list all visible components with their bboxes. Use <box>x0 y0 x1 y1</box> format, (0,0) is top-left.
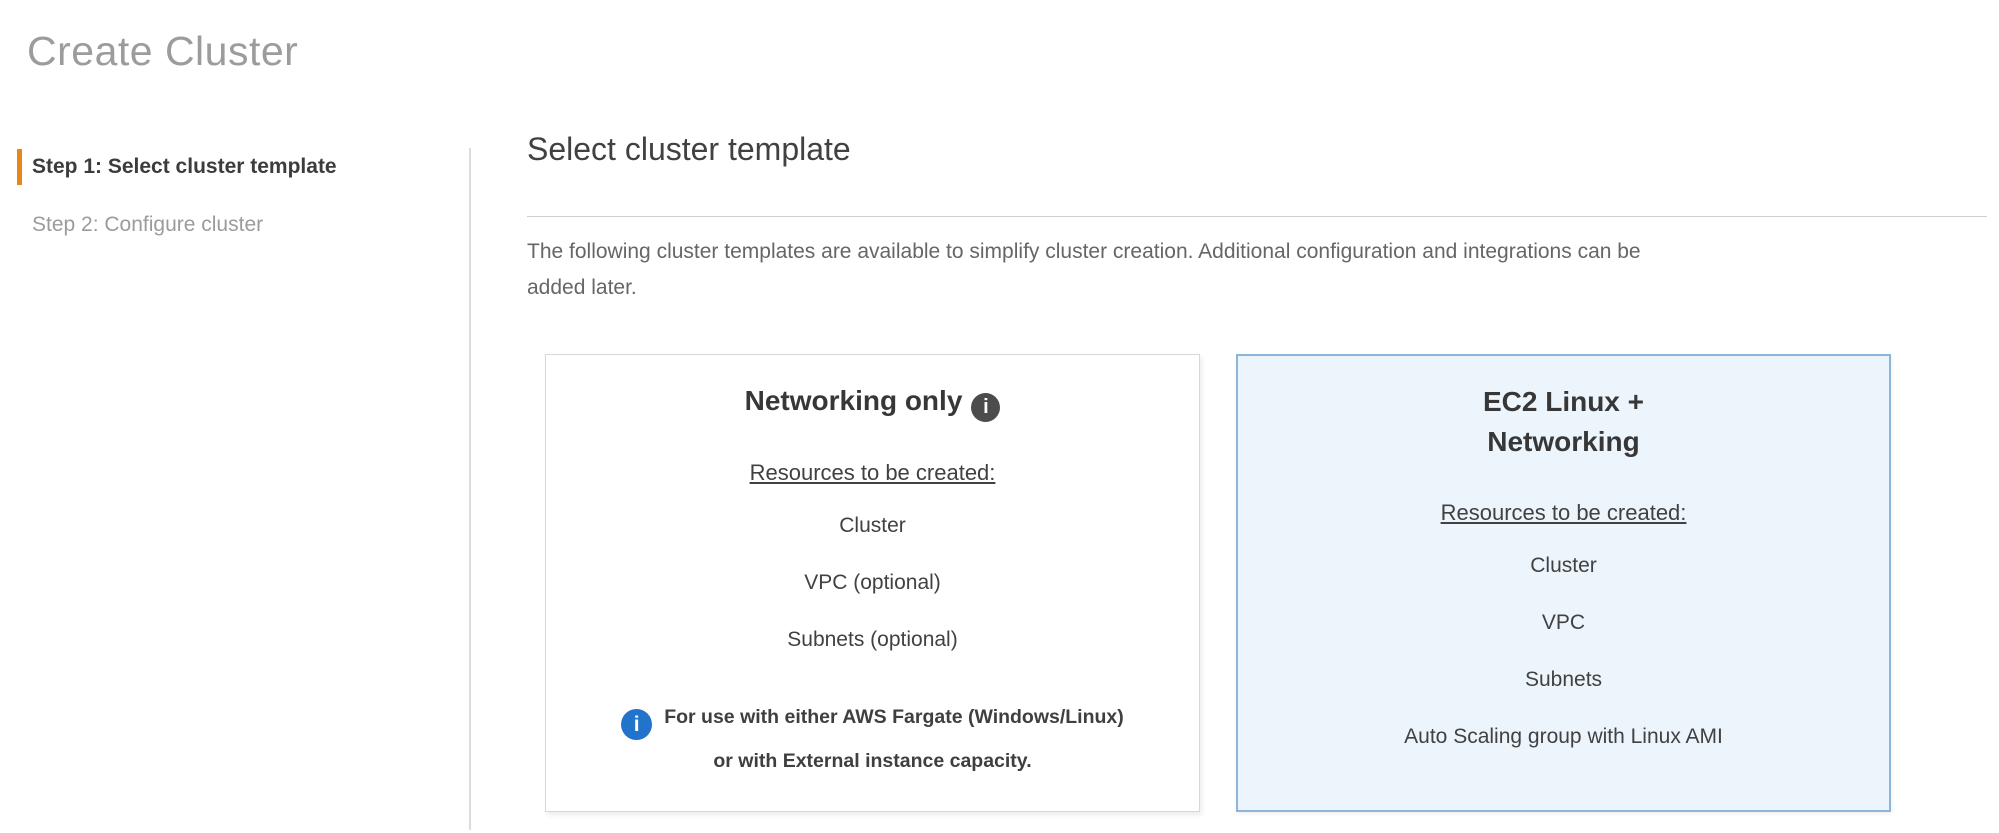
resource-item: VPC (optional) <box>804 571 941 594</box>
template-note: i For use with either AWS Fargate (Window… <box>574 696 1171 783</box>
step-1-label: Step 1: Select cluster template <box>32 155 337 178</box>
resource-item: Auto Scaling group with Linux AMI <box>1404 725 1723 748</box>
template-note-text: For use with either AWS Fargate (Windows… <box>664 706 1124 772</box>
section-description: The following cluster templates are avai… <box>527 240 1641 299</box>
resource-item: Subnets (optional) <box>787 628 958 651</box>
resource-item: Subnets <box>1524 668 1603 691</box>
page-title: Create Cluster <box>27 28 299 74</box>
resources-label: Resources to be created: <box>749 460 996 485</box>
step-1-select-cluster-template[interactable]: Step 1: Select cluster template <box>17 149 447 185</box>
template-card-ec2-linux-networking[interactable]: EC2 Linux + Networking Resources to be c… <box>1236 354 1891 812</box>
step-2-label: Step 2: Configure cluster <box>32 213 264 236</box>
template-title: Networking only i <box>546 381 1199 422</box>
template-card-networking-only[interactable]: Networking only i Resources to be created… <box>545 354 1200 812</box>
info-icon: i <box>621 709 653 740</box>
vertical-divider <box>469 148 471 830</box>
template-title: EC2 Linux + Networking <box>1238 382 1889 462</box>
step-2-configure-cluster: Step 2: Configure cluster <box>17 212 447 238</box>
resource-item: Cluster <box>839 514 906 537</box>
resources-label: Resources to be created: <box>1440 500 1687 525</box>
resource-item: Cluster <box>1530 554 1597 577</box>
template-title-text: Networking only <box>744 385 963 416</box>
info-icon[interactable]: i <box>971 393 1001 422</box>
template-title-text: EC2 Linux + Networking <box>1482 386 1645 457</box>
resource-item: VPC <box>1541 611 1586 634</box>
template-cards: Networking only i Resources to be created… <box>545 354 1987 812</box>
heading-divider <box>527 216 1987 217</box>
main-content: Select cluster template The following cl… <box>527 0 1987 812</box>
wizard-steps: Step 1: Select cluster template Step 2: … <box>17 149 447 238</box>
section-heading: Select cluster template <box>527 131 851 167</box>
